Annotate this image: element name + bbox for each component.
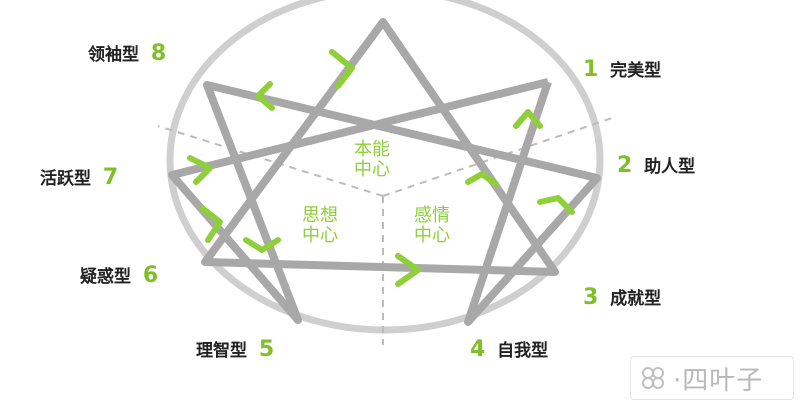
type-5-number: 5 <box>258 337 275 362</box>
feeling-center-line1: 感情 <box>414 205 450 226</box>
type-1-number: 1 <box>583 57 599 82</box>
feeling-center-label: 感情中心 <box>414 206 450 246</box>
instinct-center-line1: 本能 <box>354 139 390 160</box>
thinking-center-line1: 思想 <box>302 205 338 226</box>
arrow-icon <box>243 237 281 253</box>
watermark-text: ·四叶子 <box>673 365 764 396</box>
watermark: ·四叶子 <box>630 356 794 400</box>
arrow-icon <box>465 171 499 187</box>
outer-circle <box>166 0 604 334</box>
type-4-number: 4 <box>470 337 486 362</box>
type-2-name: 助人型 <box>644 157 696 177</box>
instinct-center-line2: 中心 <box>354 159 390 180</box>
arrow-icon <box>329 49 355 89</box>
type-8-number: 8 <box>150 41 167 66</box>
type-2-number: 2 <box>617 153 633 178</box>
type-1-name: 完美型 <box>610 61 662 81</box>
type-8-name: 领袖型 <box>88 45 139 65</box>
arrow-icon <box>255 81 275 111</box>
type-8-label: 领袖型 8 <box>88 40 166 66</box>
type-5-name: 理智型 <box>196 341 247 361</box>
type-2-label: 2 助人型 <box>617 152 695 178</box>
type-4-name: 自我型 <box>497 341 549 361</box>
type-1-label: 1 完美型 <box>583 56 661 82</box>
hexad-path <box>168 78 601 326</box>
type-3-number: 3 <box>583 285 599 310</box>
arrow-icon <box>537 195 575 215</box>
arrow-icon <box>395 253 421 287</box>
type-6-label: 疑惑型 6 <box>80 262 158 288</box>
feeling-center-line2: 中心 <box>414 225 450 246</box>
arrow-icon <box>187 155 213 185</box>
type-7-number: 7 <box>102 165 119 190</box>
type-6-number: 6 <box>142 263 159 288</box>
type-7-label: 活跃型 7 <box>40 164 118 190</box>
thinking-center-line2: 中心 <box>302 225 338 246</box>
divider-left <box>157 125 384 197</box>
type-5-label: 理智型 5 <box>196 336 274 362</box>
arrow-icon <box>513 109 543 129</box>
instinct-center-label: 本能中心 <box>354 140 390 180</box>
thinking-center-label: 思想中心 <box>302 206 338 246</box>
direction-arrows <box>187 49 575 287</box>
type-4-label: 4 自我型 <box>470 336 548 362</box>
type-7-name: 活跃型 <box>40 169 91 189</box>
type-3-label: 3 成就型 <box>583 284 661 310</box>
type-6-name: 疑惑型 <box>80 267 131 287</box>
type-3-name: 成就型 <box>610 289 662 309</box>
clover-icon <box>642 367 664 389</box>
arrow-icon <box>199 205 223 243</box>
